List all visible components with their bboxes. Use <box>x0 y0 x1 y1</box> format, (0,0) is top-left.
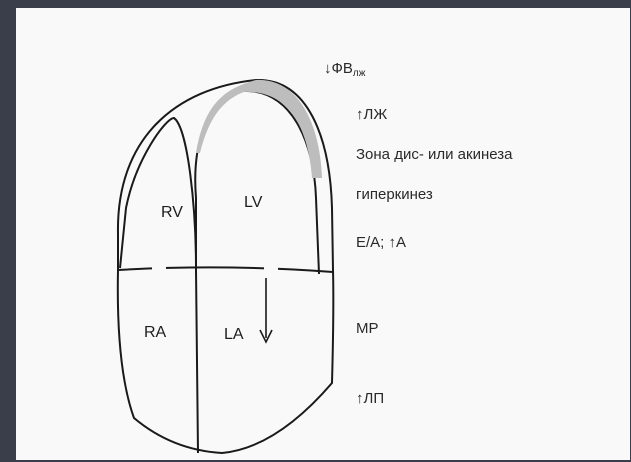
figure-panel: RV LV RA LA ↓ФВлж ↑ЛЖ Зона дис- или акин… <box>16 8 630 460</box>
label-zone: Зона дис- или акинеза <box>356 146 512 163</box>
rv-wall <box>120 118 196 268</box>
mitral-gap <box>264 263 278 275</box>
chamber-ra: RA <box>144 324 166 342</box>
label-ea: E/A; ↑A <box>356 234 406 251</box>
shaded-zone <box>196 80 322 178</box>
tricuspid-gap <box>152 262 166 274</box>
chamber-rv: RV <box>161 204 183 222</box>
label-mp: МР <box>356 320 379 337</box>
label-lzh: ↑ЛЖ <box>356 106 387 123</box>
septum <box>196 270 198 453</box>
label-efv-main: ↓ФВ <box>324 60 353 77</box>
label-lp: ↑ЛП <box>356 390 384 407</box>
chamber-la: LA <box>224 326 244 344</box>
heart-outline <box>118 80 334 453</box>
label-efv-sub: лж <box>353 68 366 79</box>
label-hyperkinesis: гиперкинез <box>356 186 433 203</box>
heart-diagram <box>16 8 630 460</box>
av-plane <box>118 267 333 272</box>
chamber-lv: LV <box>244 194 262 212</box>
label-efv: ↓ФВлж <box>324 60 365 79</box>
